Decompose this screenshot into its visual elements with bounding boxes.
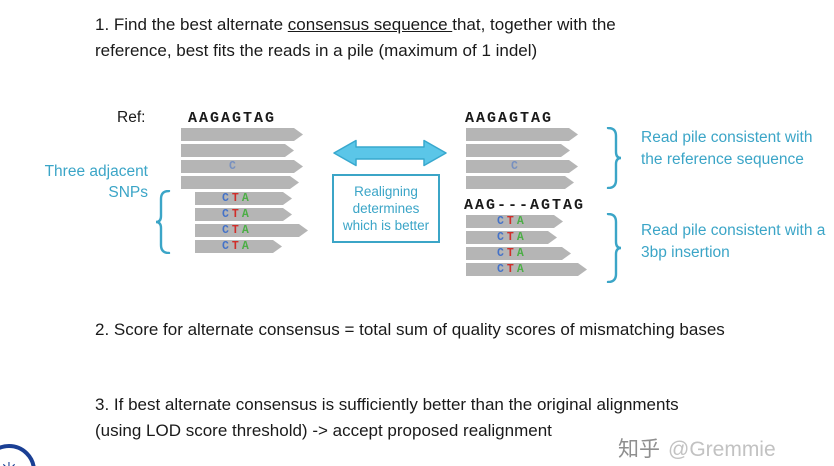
step3-text: 3. If best alternate consensus is suffic… <box>95 392 775 444</box>
mismatch-bases: CTA <box>222 239 252 253</box>
mismatch-bases: CTA <box>222 191 252 205</box>
insertion-sequence: AAG---AGTAG <box>464 197 586 214</box>
watermark-user: @Gremmie <box>668 438 776 461</box>
step1-text: 1. Find the best alternate consensus seq… <box>95 12 735 64</box>
left-bracket-icon <box>155 190 171 254</box>
read-bar <box>466 144 570 157</box>
read-pile-reference-consistent: C <box>466 128 578 192</box>
read-pile-left: C CTA CTA CTA CTA <box>181 128 308 256</box>
watermark: 知乎 @Gremmie <box>618 433 776 463</box>
snp-label-line2: SNPs <box>108 184 148 201</box>
alt-sequence-top: AAGAGTAG <box>465 110 554 127</box>
step3-line2: (using LOD score threshold) -> accept pr… <box>95 421 552 440</box>
step1-underlined: consensus sequence <box>287 15 453 34</box>
read-bar: C <box>466 160 578 173</box>
step3-line1: 3. If best alternate consensus is suffic… <box>95 395 679 414</box>
read-bar: C <box>181 160 303 173</box>
step1-pre: 1. Find the best alternate <box>95 15 288 34</box>
mismatch-bases: CTA <box>497 246 527 260</box>
mismatch-bases: C <box>229 159 239 173</box>
read-bar: CTA <box>195 240 282 253</box>
right-bottom-bracket-icon <box>606 213 622 283</box>
mismatch-bases: CTA <box>497 214 527 228</box>
reference-sequence: AAGAGTAG <box>188 110 277 127</box>
realigning-box: Realigning determines which is better <box>332 174 440 243</box>
read-bar: CTA <box>195 192 292 205</box>
double-arrow-icon <box>333 139 447 167</box>
read-pile-insertion-consistent: CTA CTA CTA CTA <box>466 215 587 279</box>
read-bar: CTA <box>466 231 557 244</box>
read-bar <box>466 176 574 189</box>
mismatch-bases: CTA <box>497 262 527 276</box>
read-bar: CTA <box>195 208 292 221</box>
corner-logo-glyph: ✳ <box>0 460 18 466</box>
read-bar <box>466 128 578 141</box>
watermark-site: 知乎 <box>618 438 660 461</box>
mismatch-bases: CTA <box>222 223 252 237</box>
mismatch-bases: CTA <box>497 230 527 244</box>
mismatch-bases: C <box>511 159 521 173</box>
step1-post: that, together with the <box>452 15 616 34</box>
note-insertion-consistent: Read pile consistent with a 3bp insertio… <box>641 222 826 261</box>
right-top-bracket-icon <box>606 127 622 189</box>
read-bar: CTA <box>466 215 563 228</box>
step1-line2: reference, best fits the reads in a pile… <box>95 41 538 60</box>
corner-logo-icon: ✳ <box>0 444 36 466</box>
realigning-box-text: Realigning determines which is better <box>342 184 430 233</box>
read-bar <box>181 176 299 189</box>
note-reference-consistent: Read pile consistent with the reference … <box>641 129 813 168</box>
snp-label-line1: Three adjacent <box>44 163 148 180</box>
read-bar: CTA <box>466 247 571 260</box>
mismatch-bases: CTA <box>222 207 252 221</box>
read-bar: CTA <box>195 224 308 237</box>
read-bar <box>181 128 303 141</box>
ref-label: Ref: <box>117 109 146 126</box>
step2-text: 2. Score for alternate consensus = total… <box>95 320 725 339</box>
read-bar <box>181 144 294 157</box>
read-bar: CTA <box>466 263 587 276</box>
